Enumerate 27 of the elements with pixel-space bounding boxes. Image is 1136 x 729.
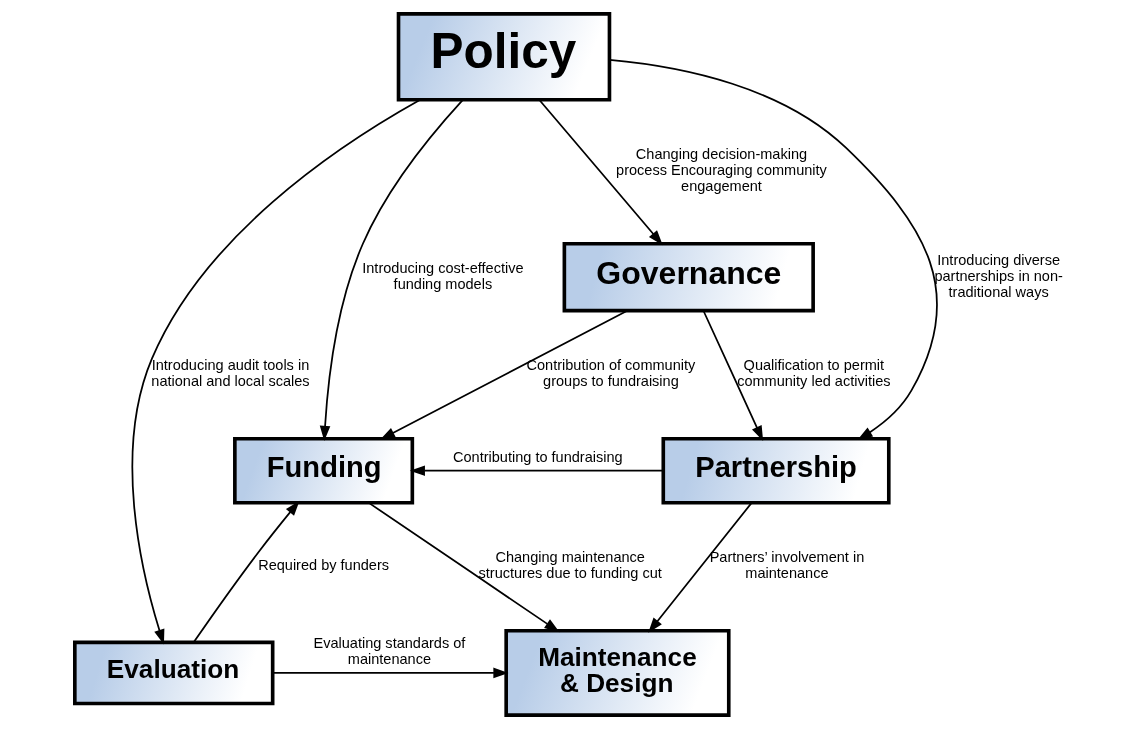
edge-label: Changing decision-making process Encouraging community engagement <box>616 146 827 195</box>
edge-label: Partners’ involvement in maintenance <box>709 549 865 582</box>
arrow <box>409 465 665 476</box>
arrow <box>319 99 464 442</box>
node-box: Funding <box>233 436 415 505</box>
edge-label: Contributing to fundraising <box>452 448 623 465</box>
edge-label: Introducing cost-effective funding models <box>362 259 524 292</box>
node-box: Governance <box>562 241 815 313</box>
edge-label: Contribution of community groups to fundraising <box>526 357 696 390</box>
edge-label: Evaluating standards of maintenance <box>313 635 466 668</box>
arrow <box>702 310 764 442</box>
arrow <box>368 502 560 633</box>
arrow <box>131 98 422 645</box>
arrow <box>380 309 629 440</box>
arrow <box>271 667 509 679</box>
edge-label: Changing maintenance structures due to funding cut <box>478 549 662 582</box>
edge-label: Required by funders <box>258 557 390 574</box>
node-box: Partnership <box>661 436 891 505</box>
edge-label: Introducing diverse partnerships in non-traditional ways <box>934 251 1063 300</box>
node-box: Evaluation <box>73 640 275 706</box>
edge-label: Introducing audit tools in national and local scales <box>151 357 310 390</box>
node-box: Maintenance & Design <box>504 628 731 717</box>
arrow <box>608 59 938 440</box>
arrow <box>648 502 753 633</box>
edge-label: Qualification to permit community led activities <box>737 357 891 390</box>
node-box: Policy <box>396 12 612 102</box>
arrow <box>192 500 300 644</box>
